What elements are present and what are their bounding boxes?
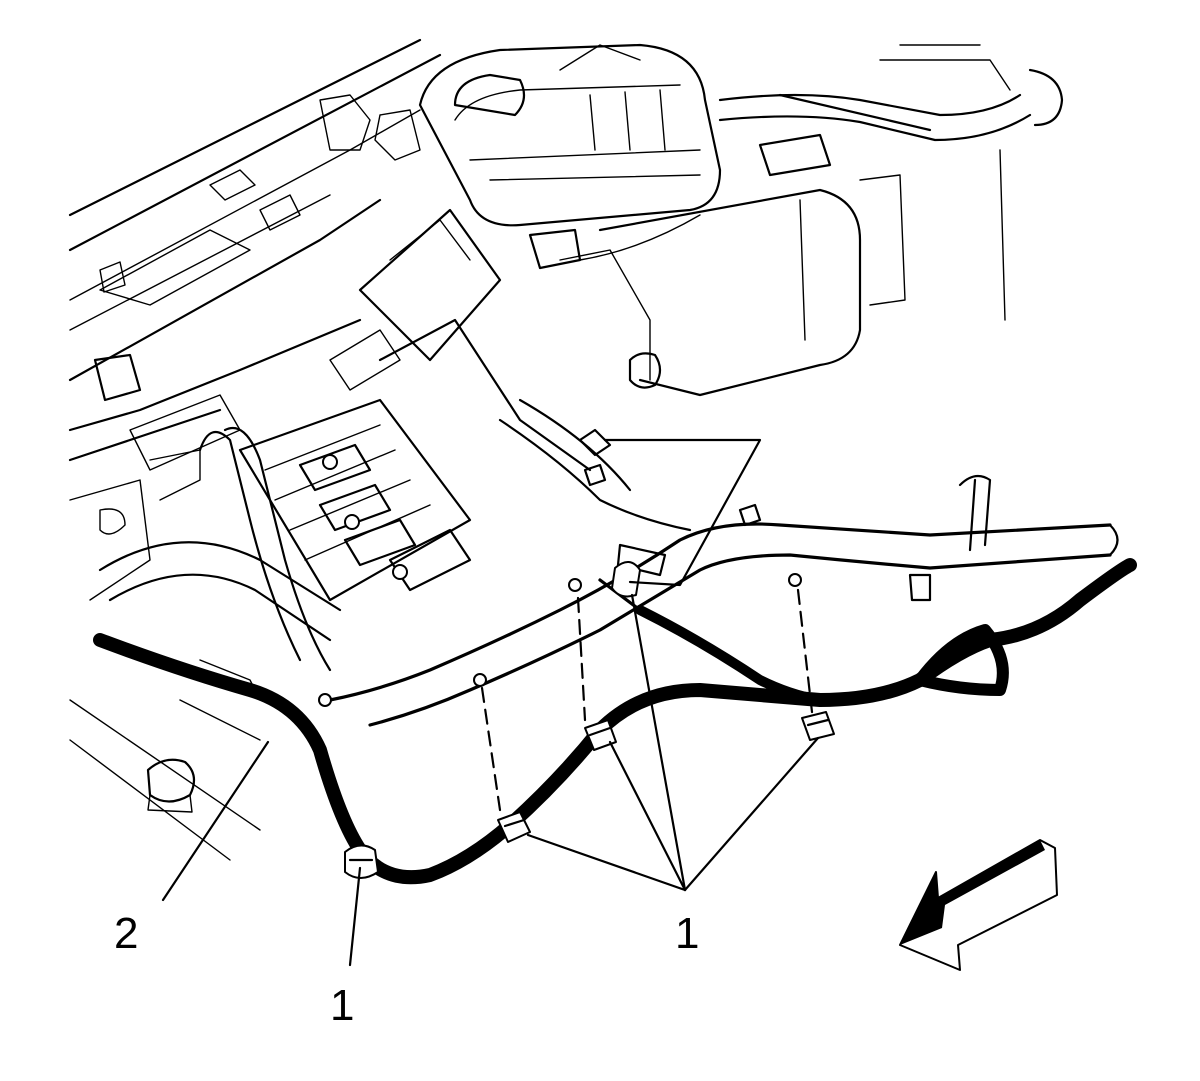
front-direction-arrow-icon [899,839,1058,971]
retainer-clip [611,561,641,598]
callout-2: 2 [114,909,138,958]
retainer-clip [497,811,531,843]
callout-1-right: 1 [675,909,699,958]
upper-body-rails [68,38,442,382]
detail-inset-pointer [603,438,762,587]
retainer-clip [584,719,617,751]
coolant-hoses [98,427,342,672]
coolant-reservoir [418,43,722,227]
battery-positive-cable [93,558,1137,885]
retainer-clip [801,711,835,741]
callout-1-left: 1 [330,981,354,1030]
relay-block [238,398,472,602]
retainer-clip [344,844,379,879]
callout-leader-lines [161,593,820,967]
cable-retainer-clips [318,561,835,879]
engine-wiring-harness [328,398,1119,727]
engine-compartment-linework [68,38,1064,861]
attachment-dashed-lines [480,588,814,812]
right-module-housing [528,188,862,397]
ecm-bracket [329,208,592,472]
upper-right-hoses [718,44,1064,321]
